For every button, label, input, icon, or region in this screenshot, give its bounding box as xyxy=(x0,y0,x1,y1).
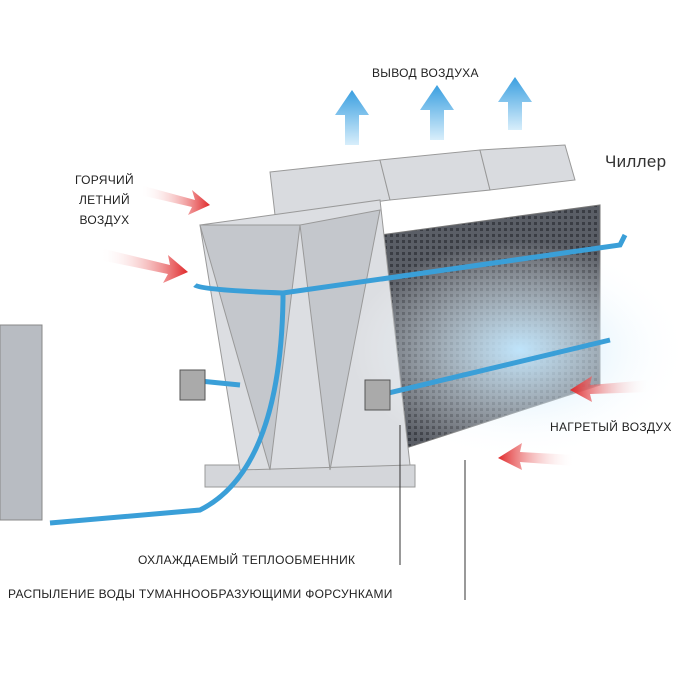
label-line: ЛЕТНИЙ xyxy=(78,193,130,207)
label-water-spray: РАСПЫЛЕНИЕ ВОДЫ ТУМАННООБРАЗУЮЩИМИ ФОРСУ… xyxy=(8,587,393,601)
fan-housings xyxy=(269,144,576,216)
water-pipes xyxy=(49,233,628,526)
hot-air-arrows xyxy=(100,185,650,470)
air-outlet-arrows xyxy=(335,77,532,145)
label-heated-air: НАГРЕТЫЙ ВОЗДУХ xyxy=(550,420,672,434)
water-mist xyxy=(350,240,690,460)
valves xyxy=(179,369,391,411)
label-line: ВОЗДУХ xyxy=(79,213,130,227)
building-wall xyxy=(0,324,43,521)
label-chiller: Чиллер xyxy=(605,152,667,171)
label-cooled-exchanger: ОХЛАЖДАЕМЫЙ ТЕПЛООБМЕННИК xyxy=(138,553,356,567)
leader-lines xyxy=(399,425,466,600)
label-line: ГОРЯЧИЙ xyxy=(75,173,134,187)
label-hot-summer-air: ГОРЯЧИЙ ЛЕТНИЙ ВОЗДУХ xyxy=(75,170,134,230)
label-air-outlet: ВЫВОД ВОЗДУХА xyxy=(372,66,479,80)
